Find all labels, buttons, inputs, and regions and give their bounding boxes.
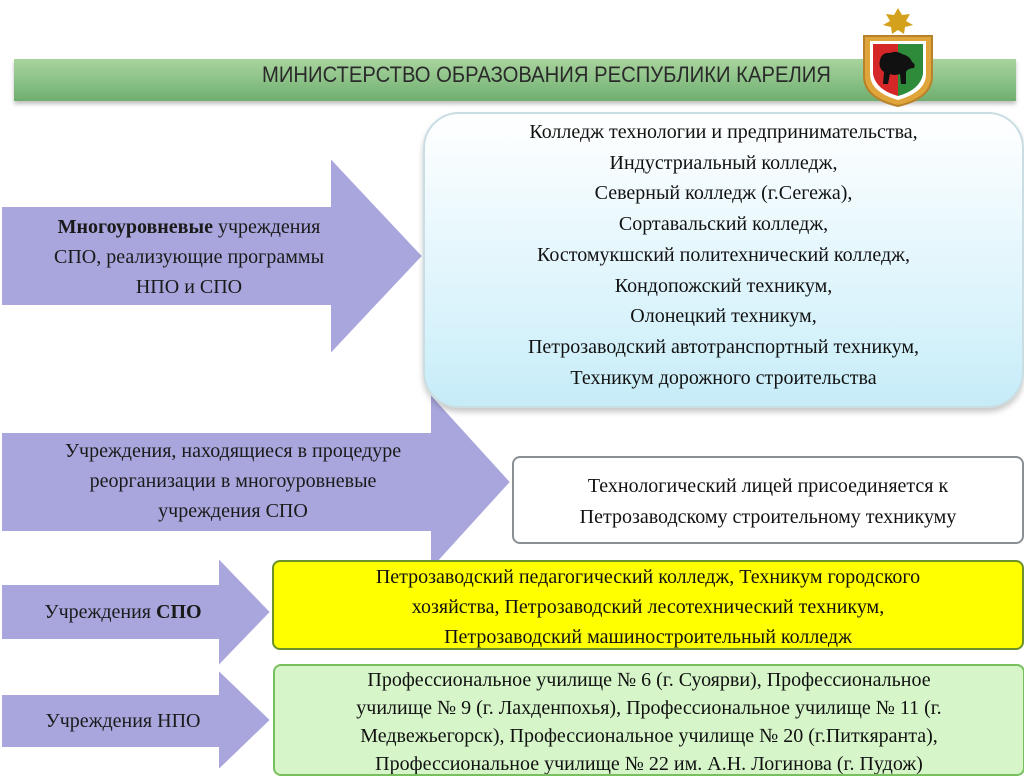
label-line3-reorganization: учреждения СПО	[158, 500, 308, 522]
label-line2-multilevel: СПО, реализующие программы	[53, 246, 325, 268]
label-rest-multilevel: учреждения	[212, 216, 321, 238]
list-item: Северный колледж (г.Сегежа),	[594, 182, 853, 205]
list-item: Техникум дорожного строительства	[570, 366, 877, 389]
list-item: Сортавальский колледж,	[618, 213, 829, 236]
arrow-label-multilevel: Многоуровневые учреждения СПО, реализующ…	[4, 212, 374, 302]
list-item: Колледж технологии и предпринимательства…	[529, 121, 918, 143]
npo-line1: Профессиональное училище № 6 (г. Суоярви…	[367, 669, 931, 691]
label-line1-reorganization: Учреждения, находящиеся в процедуре	[64, 440, 402, 462]
arrow-npo	[0, 668, 272, 768]
arrow-multilevel	[0, 156, 424, 356]
karelia-coat-of-arms-icon	[863, 8, 933, 108]
multilevel-institutions-box: Колледж технологии и предпринимательства…	[423, 112, 1024, 408]
npo-institutions-box: Профессиональное училище № 6 (г. Суоярви…	[273, 664, 1024, 776]
spo-line3: Петрозаводский машиностроительный коллед…	[444, 626, 852, 648]
header-bar	[14, 59, 1016, 101]
label-line3-multilevel: НПО и СПО	[135, 276, 243, 298]
label-prefix-spo: Учреждения	[44, 601, 156, 623]
spo-institutions-box: Петрозаводский педагогический колледж, Т…	[272, 560, 1024, 650]
reorganization-box: Технологический лицей присоединяется к П…	[512, 456, 1024, 544]
npo-line2: училище № 9 (г. Лахденпохья), Профессион…	[356, 697, 942, 719]
label-line2-reorganization: реорганизации в многоуровневые	[89, 470, 377, 492]
npo-line4: Профессиональное училище № 22 им. А.Н. Л…	[375, 753, 923, 775]
arrow-label-spo: Учреждения СПО	[8, 597, 238, 627]
reorg-line1: Технологический лицей присоединяется к	[587, 475, 949, 497]
list-item: Кондопожский техникум,	[614, 274, 833, 297]
list-item: Олонецкий техникум,	[630, 305, 817, 328]
label-bold-multilevel: Многоуровневые	[57, 216, 213, 238]
header-title: МИНИСТЕРСТВО ОБРАЗОВАНИЯ РЕСПУБЛИКИ КАРЕ…	[262, 62, 831, 87]
arrow-reorganization	[0, 392, 512, 572]
label-bold-spo: СПО	[156, 601, 202, 623]
list-item: Индустриальный колледж,	[609, 151, 838, 174]
reorg-line2: Петрозаводскому строительному техникуму	[579, 506, 957, 528]
arrow-label-npo: Учреждения НПО	[45, 710, 201, 732]
arrow-spo	[0, 556, 272, 668]
spo-line1: Петрозаводский педагогический колледж, Т…	[375, 566, 921, 588]
spo-line2: хозяйства, Петрозаводский лесотехнически…	[411, 596, 885, 618]
arrow-label-reorganization: Учреждения, находящиеся в процедуре реор…	[8, 436, 458, 526]
list-item: Петрозаводский автотранспортный техникум…	[527, 335, 920, 358]
list-item: Костомукшский политехнический колледж,	[537, 243, 910, 266]
npo-line3: Медвежьегорск), Профессиональное училище…	[360, 725, 938, 747]
